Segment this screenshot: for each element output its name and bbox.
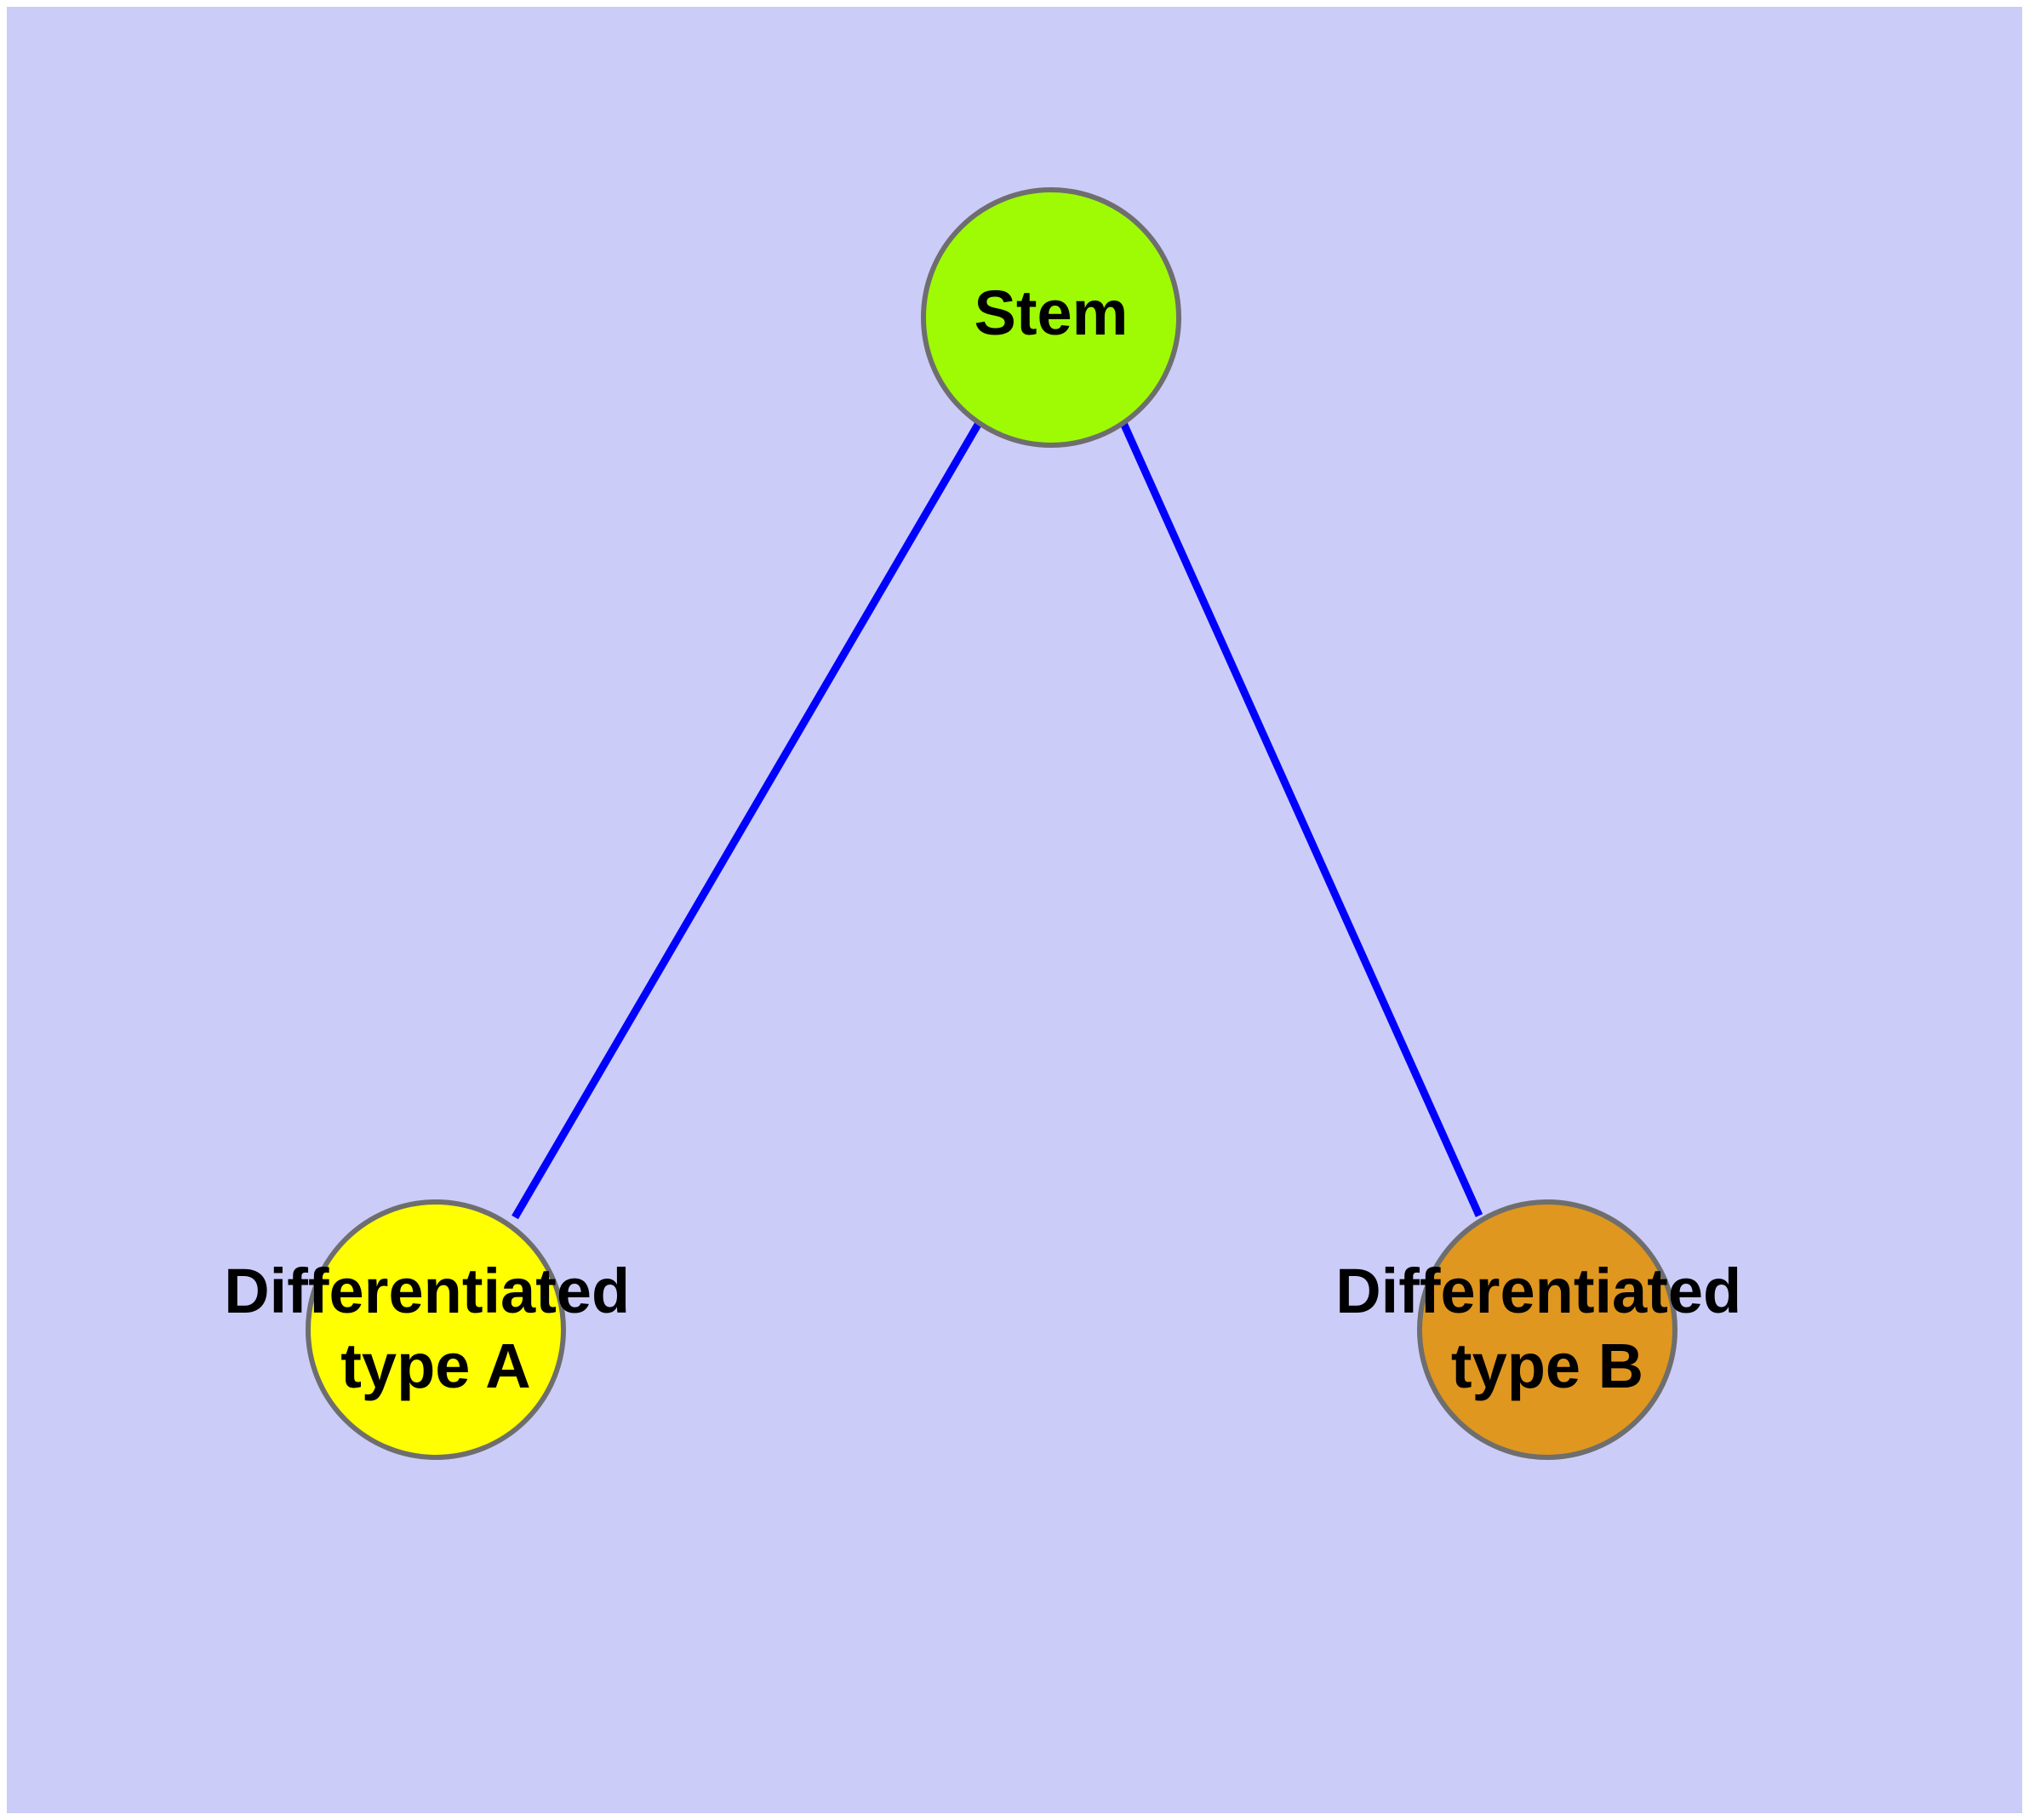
node-stem[interactable]: Stem (921, 187, 1181, 448)
node-diff-type-b-label: Differentiated type B (1335, 1256, 1759, 1401)
node-diff-type-b-label-line-2: type B (1451, 1331, 1643, 1401)
node-diff-type-b-label-line-1: Differentiated (1335, 1256, 1741, 1326)
edge-stem-to-type-a[interactable] (512, 421, 982, 1220)
edge-stem-to-type-b[interactable] (1119, 421, 1483, 1217)
node-diff-type-a-label-line-1: Differentiated (224, 1256, 630, 1326)
node-stem-circle[interactable] (921, 187, 1181, 448)
node-diff-type-a-label: Differentiated type A (224, 1256, 648, 1401)
node-diff-type-a-circle[interactable] (306, 1199, 566, 1460)
node-stem-label-line-1: Stem (974, 278, 1129, 348)
node-diff-type-a[interactable]: Differentiated type A (224, 1199, 648, 1460)
edge-layer (512, 421, 1483, 1220)
node-diff-type-a-label-line-2: type A (340, 1331, 530, 1401)
node-diff-type-b[interactable]: Differentiated type B (1335, 1199, 1759, 1460)
node-stem-label: Stem (974, 278, 1129, 348)
node-diff-type-b-circle[interactable] (1417, 1199, 1677, 1460)
